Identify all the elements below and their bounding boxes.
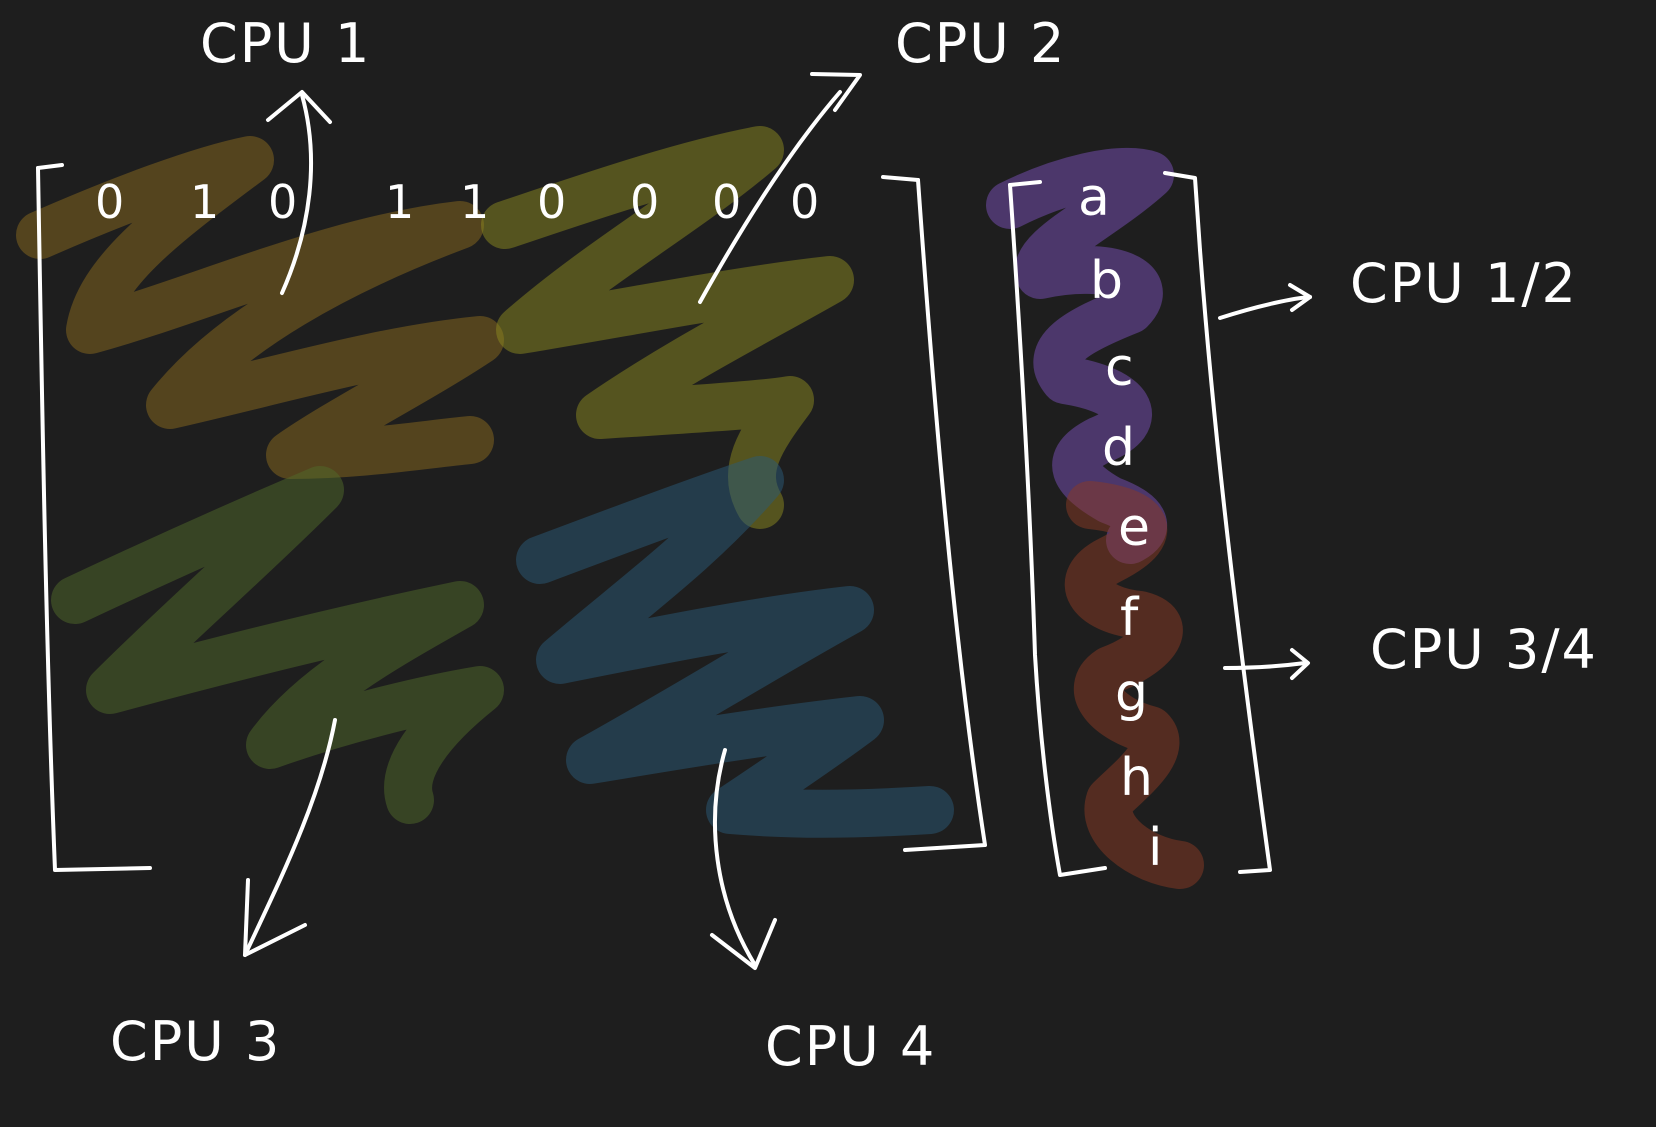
cpu34-arrow <box>1223 648 1310 680</box>
cpu3-arrow <box>243 718 337 957</box>
vector-entry: g <box>1115 663 1148 723</box>
matrix-entry: 0 <box>268 175 297 229</box>
matrix-entry: 0 <box>537 175 566 229</box>
cpu34-vector-highlight <box>1064 481 1204 889</box>
matrix-entry: 1 <box>460 175 489 229</box>
vector-entry: a <box>1078 168 1110 228</box>
cpu2-label: CPU 2 <box>895 12 1066 75</box>
matrix-entry: 0 <box>790 175 819 229</box>
vector-entry: b <box>1090 251 1123 311</box>
cpu1-region-highlight <box>16 136 504 479</box>
cpu1-label: CPU 1 <box>200 12 371 75</box>
vector-entry: c <box>1105 338 1134 398</box>
matrix-entry: 0 <box>95 175 124 229</box>
vector-entry: f <box>1120 588 1140 648</box>
matrix-bracket-right <box>881 175 987 852</box>
matrix-first-row: 0 1 0 1 1 0 0 0 0 <box>95 175 819 229</box>
matrix-entry: 0 <box>630 175 659 229</box>
cpu4-region-highlight <box>516 456 954 838</box>
vector-bracket-right <box>1163 171 1272 874</box>
cpu2-region-highlight <box>481 126 854 529</box>
matrix-entry: 1 <box>190 175 219 229</box>
cpu1-arrow <box>266 90 332 295</box>
vector-bracket-left <box>1008 180 1107 877</box>
matrix-entry: 0 <box>712 175 741 229</box>
vector-entries: a b c d e f g h i <box>1078 168 1162 878</box>
matrix-entry: 1 <box>385 175 414 229</box>
vector-entry: i <box>1148 818 1162 878</box>
cpu4-label: CPU 4 <box>765 1015 936 1078</box>
cpu12-arrow <box>1218 283 1312 320</box>
cpu34-label: CPU 3/4 <box>1370 618 1598 681</box>
matrix-bracket-left <box>36 163 152 872</box>
cpu3-region-highlight <box>51 466 504 824</box>
vector-entry: e <box>1118 498 1150 558</box>
cpu2-arrow <box>698 72 862 304</box>
cpu12-vector-highlight <box>986 147 1174 564</box>
vector-entry: h <box>1120 748 1153 808</box>
vector-entry: d <box>1102 418 1135 478</box>
cpu12-label: CPU 1/2 <box>1350 252 1578 315</box>
cpu4-arrow <box>710 748 777 970</box>
cpu3-label: CPU 3 <box>110 1010 281 1073</box>
